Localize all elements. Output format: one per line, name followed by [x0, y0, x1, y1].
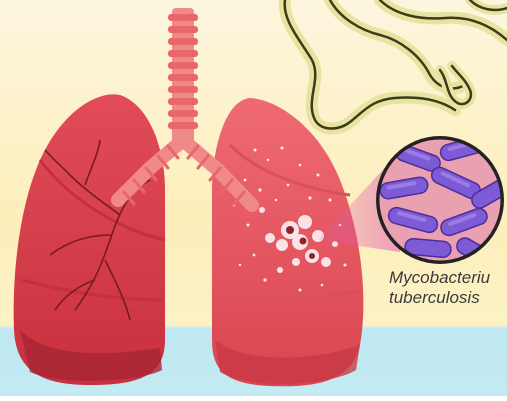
bacteria-caption: Mycobacteriu tuberculosis — [389, 268, 507, 308]
trachea — [168, 8, 198, 148]
caption-line-1: Mycobacteriu — [389, 268, 507, 288]
caption-line-2: tuberculosis — [389, 288, 507, 308]
